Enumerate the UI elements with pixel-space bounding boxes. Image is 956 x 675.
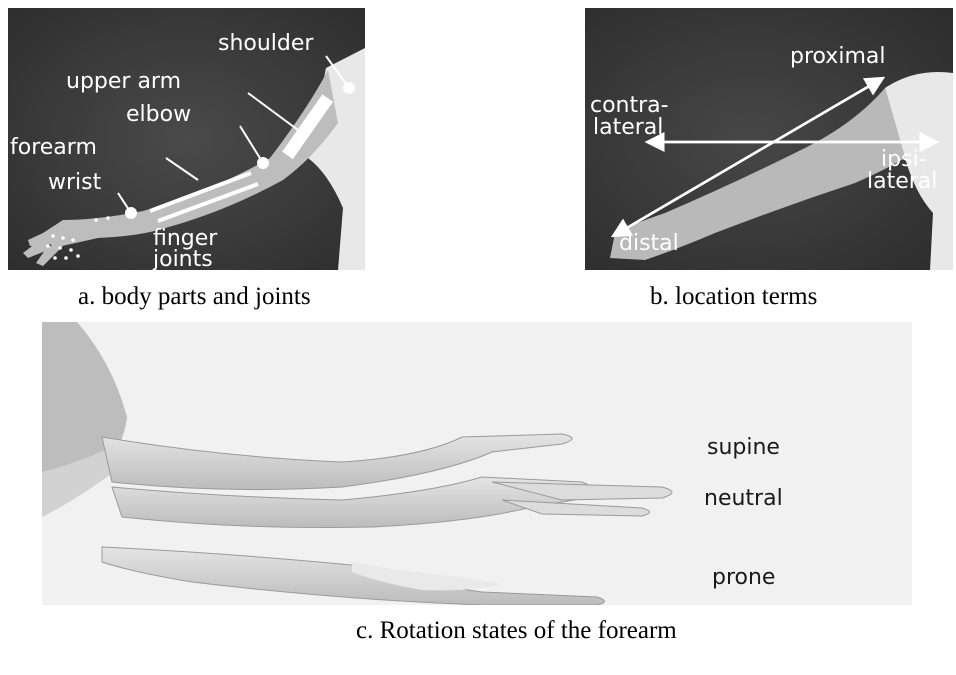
- forearm-rotation-figure: supine neutral prone: [42, 322, 912, 605]
- distal-label: distal: [619, 231, 679, 256]
- shoulder-label: shoulder: [218, 31, 314, 56]
- body-parts-photo: shoulder upper arm elbow forearm wrist f…: [8, 8, 365, 270]
- wrist-label: wrist: [48, 170, 102, 195]
- neutral-label: neutral: [704, 486, 783, 511]
- contralateral-label-line2: lateral: [593, 115, 663, 140]
- location-terms-figure: proximal contra- lateral ipsi- lateral d…: [585, 8, 953, 270]
- forearm-rotation-photo: supine neutral prone: [42, 322, 912, 605]
- finger-joints-label-line2: joints: [152, 247, 213, 270]
- proximal-label: proximal: [790, 44, 885, 69]
- prone-label: prone: [712, 565, 775, 590]
- caption-rotation-states: c. Rotation states of the forearm: [356, 617, 677, 645]
- upper-arm-label: upper arm: [66, 69, 181, 94]
- elbow-label: elbow: [126, 102, 191, 127]
- location-terms-photo: proximal contra- lateral ipsi- lateral d…: [585, 8, 953, 270]
- body-parts-figure: shoulder upper arm elbow forearm wrist f…: [8, 8, 365, 270]
- caption-body-parts: a. body parts and joints: [78, 283, 311, 311]
- ipsilateral-label-line2: lateral: [867, 169, 937, 194]
- caption-location-terms: b. location terms: [650, 283, 817, 311]
- forearm-label: forearm: [10, 135, 97, 160]
- supine-label: supine: [707, 435, 780, 460]
